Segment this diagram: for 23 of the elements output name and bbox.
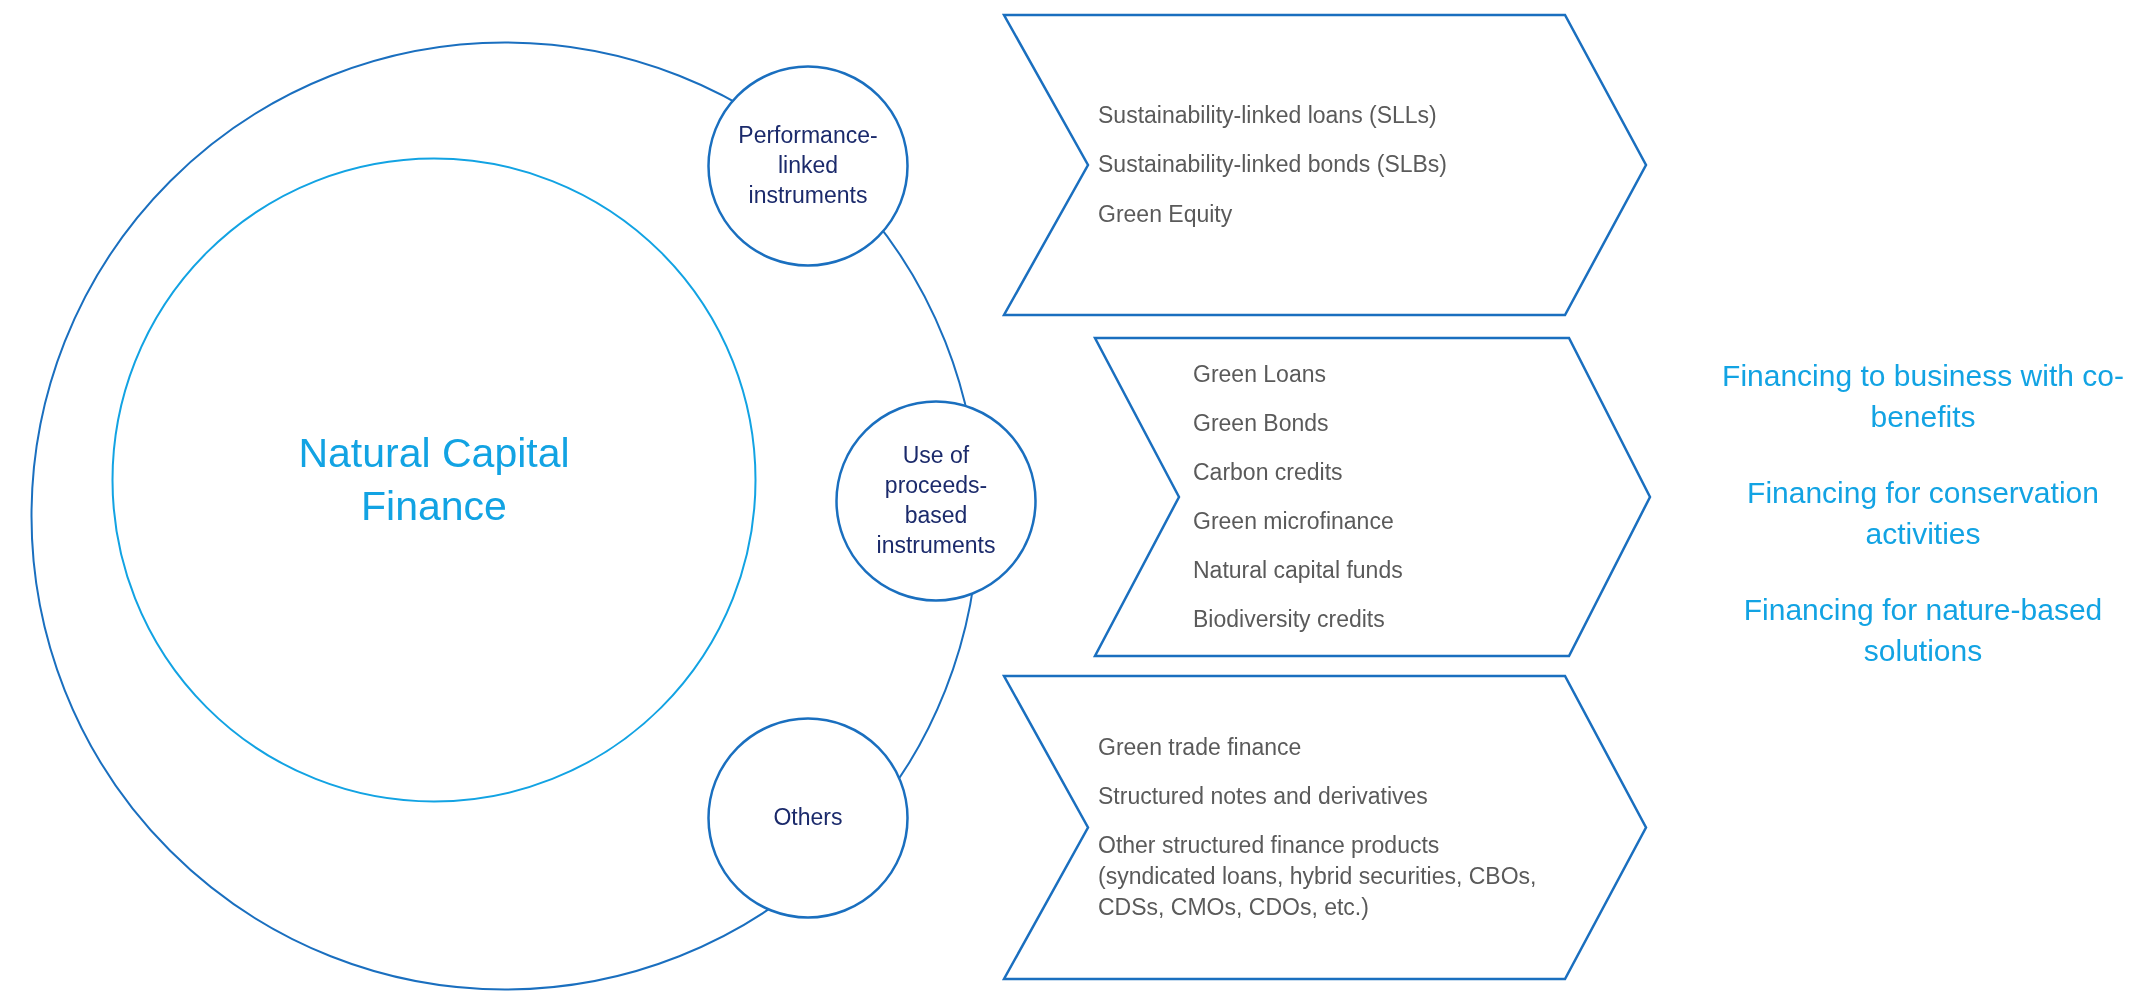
list-item: Biodiversity credits bbox=[1193, 605, 1386, 635]
list-item: Natural capital funds bbox=[1193, 556, 1404, 586]
outcome-text: Financing to business with co-benefits bbox=[1721, 358, 2125, 435]
chevron-shape bbox=[1094, 337, 1651, 657]
category-circle bbox=[835, 400, 1037, 602]
list-item: Other structured finance products (syndicated loans, hybrid securities, CBOs, CDSs, CMOs, CDOs, etc.) bbox=[1098, 830, 1537, 923]
list-item: Carbon credits bbox=[1193, 457, 1344, 487]
list-item: Green Bonds bbox=[1193, 408, 1330, 438]
category-label: Performance-linked instruments bbox=[737, 121, 879, 210]
list-item: Green trade finance bbox=[1098, 732, 1303, 762]
list-item: Green Equity bbox=[1098, 199, 1234, 229]
chevron-shape bbox=[1003, 675, 1647, 980]
chevron-shape bbox=[1003, 14, 1647, 316]
outcome-text: Financing for conservation activities bbox=[1746, 475, 2100, 552]
outcome-text: Financing for nature-based solutions bbox=[1742, 592, 2104, 669]
title-text: Natural Capital Finance bbox=[297, 428, 571, 531]
list-item: Structured notes and derivatives bbox=[1098, 781, 1429, 811]
list-item: Green Loans bbox=[1193, 359, 1327, 389]
list-item: Sustainability-linked loans (SLLs) bbox=[1098, 101, 1438, 131]
category-label: Others bbox=[772, 803, 844, 833]
list-item: Sustainability-linked bonds (SLBs) bbox=[1098, 150, 1448, 180]
list-item: Green microfinance bbox=[1193, 507, 1395, 536]
category-label: Use of proceeds-based instruments bbox=[875, 441, 997, 560]
